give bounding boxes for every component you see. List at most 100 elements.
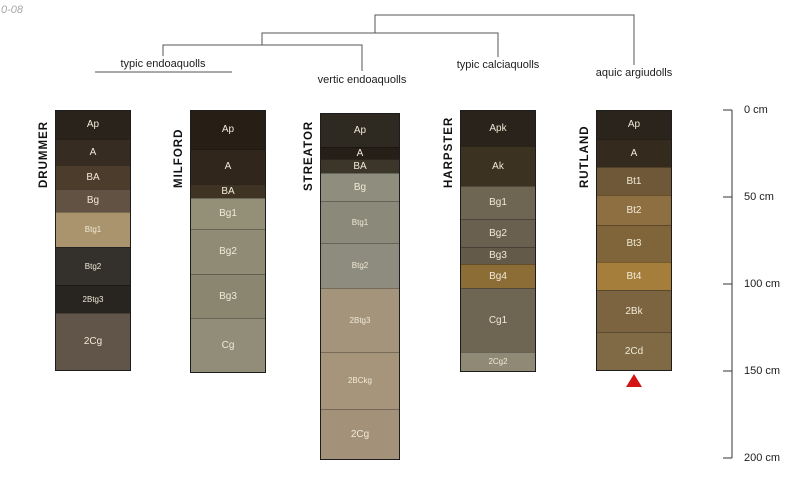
horizon-label: A (89, 146, 97, 158)
horizon-label: Apk (489, 122, 507, 134)
rutland-marker-triangle (626, 374, 642, 387)
horizon-label: Ap (221, 124, 235, 135)
horizon-label: 2Btg3 (349, 315, 371, 325)
horizon-streator-Ap: Ap (321, 114, 399, 147)
depth-tick-200cm: 200 cm (744, 452, 781, 464)
horizon-label: Btg2 (84, 261, 102, 271)
horizon-label: Cg1 (488, 314, 508, 326)
watermark: 0-08 (1, 4, 24, 16)
horizon-label: 2Cg (83, 336, 103, 347)
horizon-drummer-A: A (56, 139, 130, 165)
horizon-rutland-Bt3: Bt3 (597, 225, 671, 262)
column-name-milford: MILFORD (173, 128, 185, 188)
horizon-rutland-Bt4: Bt4 (597, 262, 671, 290)
depth-ruler (723, 109, 733, 459)
horizon-label: A (630, 147, 638, 159)
horizon-milford-BA: BA (191, 184, 265, 198)
horizon-milford-Cg: Cg (191, 318, 265, 372)
horizon-milford-A: A (191, 149, 265, 184)
horizon-harpster-Bg4: Bg4 (461, 264, 535, 288)
horizon-harpster-Cg1: Cg1 (461, 288, 535, 352)
depth-tick-50cm: 50 cm (744, 191, 774, 203)
group-label-typic-endoaquolls: typic endoaquolls (120, 58, 206, 70)
horizon-label: Btg2 (351, 261, 369, 270)
horizon-label: 2BCkg (347, 376, 372, 385)
horizon-streator-2Cg: 2Cg (321, 409, 399, 459)
horizon-label: 2Bk (625, 305, 643, 317)
horizon-streator-Btg2: Btg2 (321, 243, 399, 288)
horizon-harpster-Apk: Apk (461, 111, 535, 146)
horizon-drummer-BA: BA (56, 165, 130, 189)
depth-tick-100cm: 100 cm (744, 278, 781, 290)
horizon-label: A (356, 147, 364, 159)
horizon-label: BA (353, 160, 367, 172)
horizon-drummer-Bg: Bg (56, 189, 130, 212)
horizon-streator-Btg1: Btg1 (321, 201, 399, 243)
horizon-drummer-2Cg: 2Cg (56, 313, 130, 370)
horizon-milford-Bg3: Bg3 (191, 274, 265, 318)
horizon-label: Ap (353, 124, 367, 136)
group-label-typic-calciaquolls: typic calciaquolls (456, 59, 540, 71)
depth-tick-0cm: 0 cm (744, 104, 768, 116)
horizon-label: Bg4 (489, 270, 507, 282)
horizon-label: BA (221, 185, 235, 197)
horizon-drummer-Btg1: Btg1 (56, 212, 130, 247)
horizon-label: 2Cg2 (488, 357, 508, 366)
horizon-harpster-Bg1: Bg1 (461, 186, 535, 219)
horizon-label: Bg2 (219, 246, 237, 257)
horizon-label: Ap (627, 119, 641, 130)
horizon-label: 2Btg3 (82, 294, 104, 304)
horizon-drummer-2Btg3: 2Btg3 (56, 285, 130, 313)
horizon-harpster-2Cg2: 2Cg2 (461, 352, 535, 371)
horizon-label: Ak (492, 160, 504, 172)
horizon-label: Bg1 (489, 197, 507, 208)
horizon-label: Bt4 (626, 270, 642, 282)
horizon-label: Bt2 (626, 204, 642, 216)
horizon-harpster-Ak: Ak (461, 146, 535, 186)
horizon-streator-A: A (321, 147, 399, 159)
horizon-label: Bg2 (489, 227, 507, 239)
horizon-label: 2Cg (350, 428, 370, 440)
horizon-label: Cg (221, 339, 235, 351)
depth-tick-150cm: 150 cm (744, 365, 781, 377)
horizon-label: Btg1 (84, 225, 102, 234)
horizon-rutland-2Cd: 2Cd (597, 332, 671, 370)
horizon-label: Btg1 (351, 217, 369, 227)
horizon-label: A (224, 161, 232, 172)
horizon-label: Bg1 (219, 208, 237, 219)
horizon-label: Bg3 (219, 290, 237, 302)
horizon-rutland-Bt1: Bt1 (597, 167, 671, 195)
column-name-harpster: HARPSTER (443, 116, 455, 188)
horizon-label: 2Cd (624, 345, 644, 357)
column-name-drummer: DRUMMER (38, 120, 50, 188)
horizon-rutland-Ap: Ap (597, 111, 671, 139)
horizon-rutland-A: A (597, 139, 671, 167)
horizon-rutland-Bt2: Bt2 (597, 195, 671, 225)
horizon-streator-BA: BA (321, 159, 399, 173)
horizon-streator-2Btg3: 2Btg3 (321, 288, 399, 352)
horizon-label: Bg (353, 181, 367, 193)
horizon-label: Bg (86, 195, 100, 206)
horizon-milford-Bg1: Bg1 (191, 198, 265, 229)
group-label-vertic-endoaquolls: vertic endoaquolls (317, 74, 407, 86)
horizon-label: BA (86, 171, 100, 183)
horizon-harpster-Bg3: Bg3 (461, 247, 535, 264)
horizon-milford-Ap: Ap (191, 111, 265, 149)
horizon-harpster-Bg2: Bg2 (461, 219, 535, 247)
horizon-drummer-Ap: Ap (56, 111, 130, 139)
column-name-streator: STREATOR (303, 120, 315, 191)
group-label-aquic-argiudolls: aquic argiudolls (595, 67, 673, 79)
horizon-label: Bg3 (489, 250, 507, 261)
horizon-milford-Bg2: Bg2 (191, 229, 265, 274)
horizon-label: Bt3 (626, 238, 642, 249)
column-name-rutland: RUTLAND (579, 125, 591, 188)
horizon-label: Ap (86, 119, 100, 130)
horizon-streator-Bg: Bg (321, 173, 399, 201)
horizon-drummer-Btg2: Btg2 (56, 247, 130, 285)
